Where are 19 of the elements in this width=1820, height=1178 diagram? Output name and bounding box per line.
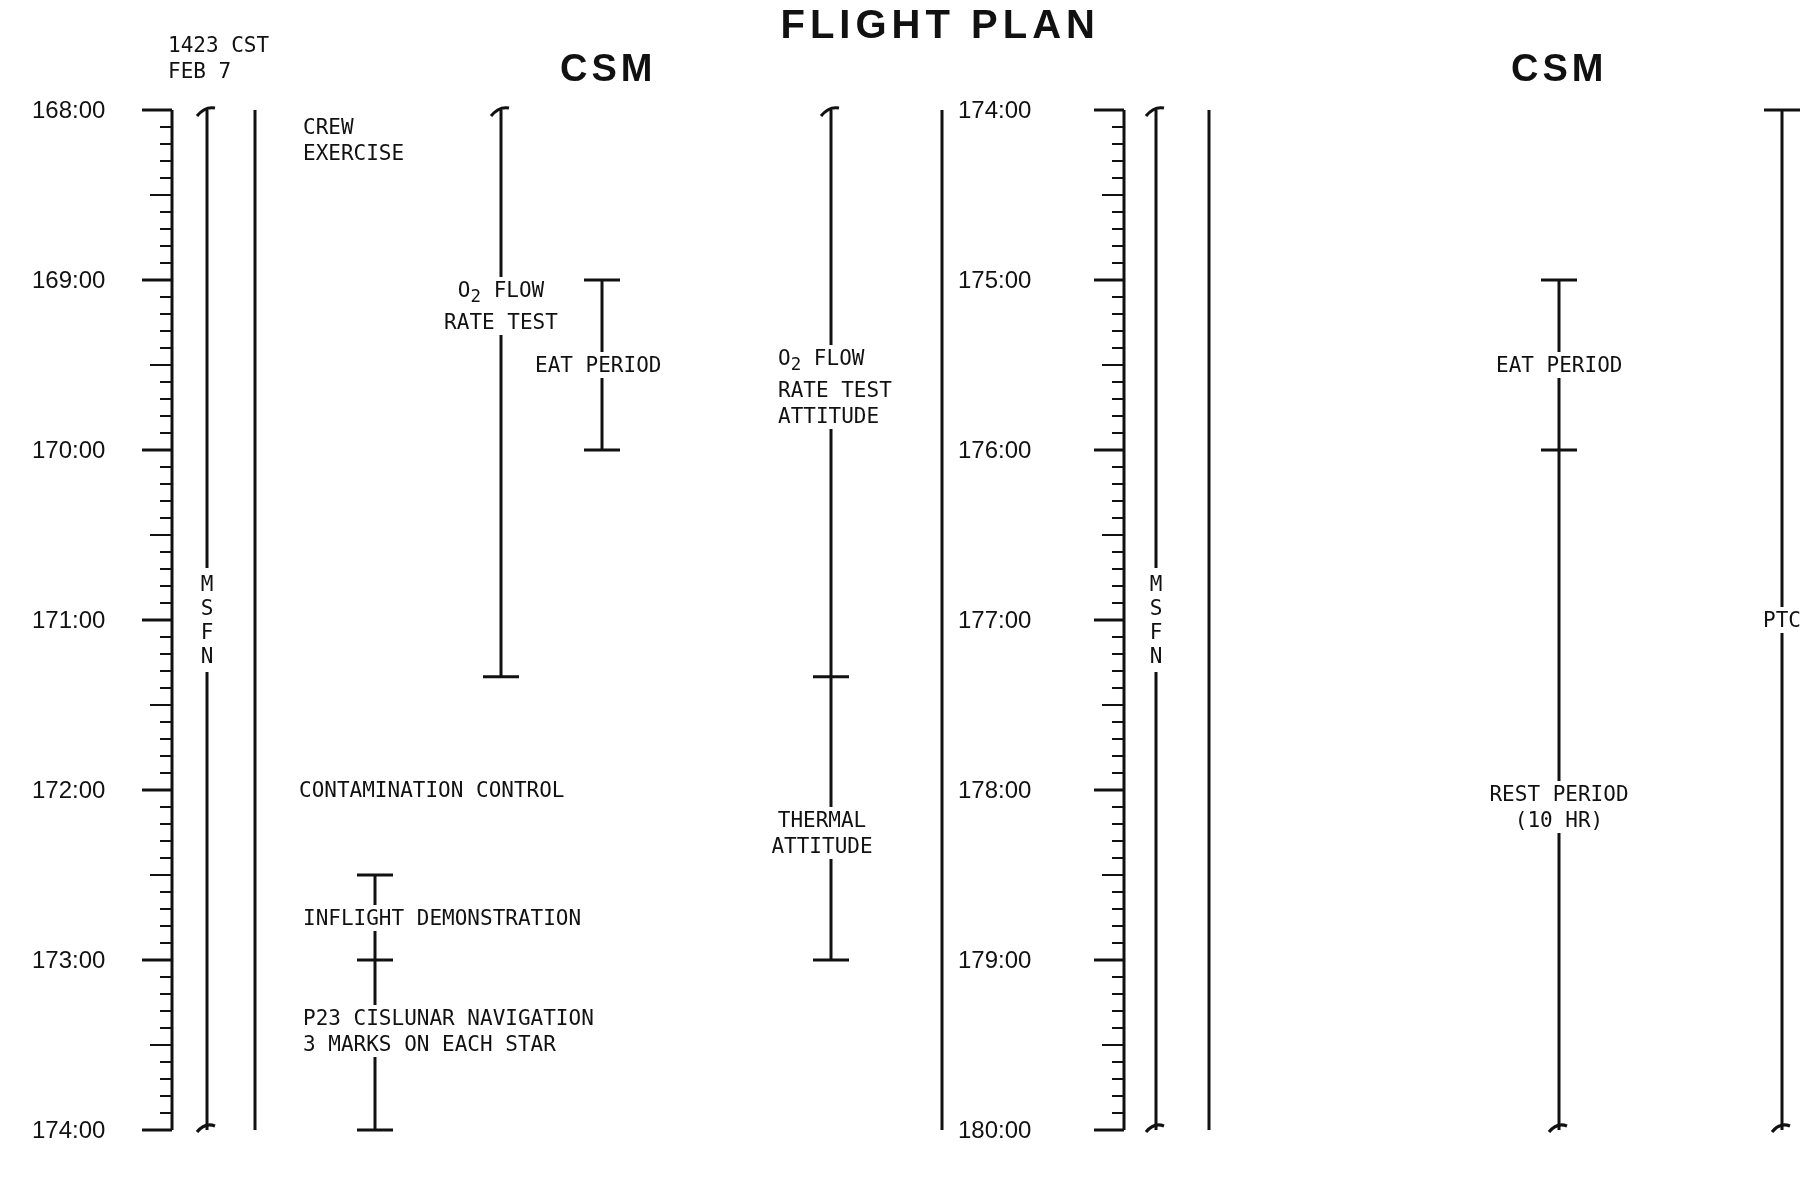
page-title: FLIGHT PLAN (779, 11, 1101, 37)
column-heading: CSM (1510, 55, 1609, 81)
time-label: 172:00 (31, 777, 107, 803)
time-label: 169:00 (31, 267, 107, 293)
time-label: 175:00 (957, 267, 1033, 293)
time-label: 174:00 (31, 1117, 107, 1143)
station-label: MSFN (198, 568, 216, 672)
time-label: 173:00 (31, 947, 107, 973)
time-label: 168:00 (31, 97, 107, 123)
time-label: 174:00 (957, 97, 1033, 123)
station-label: MSFN (1147, 568, 1165, 672)
time-label: 171:00 (31, 607, 107, 633)
time-label: 179:00 (957, 947, 1033, 973)
time-label: 178:00 (957, 777, 1033, 803)
time-label: 177:00 (957, 607, 1033, 633)
time-label: 170:00 (31, 437, 107, 463)
time-label: 180:00 (957, 1117, 1033, 1143)
time-label: 176:00 (957, 437, 1033, 463)
column-heading: CSM (559, 55, 658, 81)
